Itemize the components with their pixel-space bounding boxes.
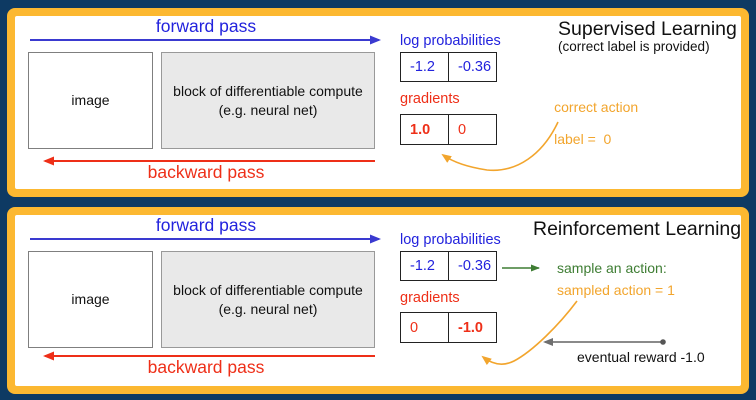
log-probabilities-table: -1.2 -0.36 bbox=[400, 251, 497, 281]
panel-title: Reinforcement Learning bbox=[533, 218, 742, 240]
compute-block-line1: block of differentiable compute bbox=[173, 82, 363, 99]
backward-pass-label: backward pass bbox=[147, 162, 265, 182]
reinforcement-learning-panel: forward pass image block of differentiab… bbox=[7, 207, 749, 394]
forward-pass-label: forward pass bbox=[155, 215, 257, 235]
log-prob-cell-0: -1.2 bbox=[400, 52, 449, 82]
log-prob-cell-1: -0.36 bbox=[448, 52, 497, 82]
log-prob-cell-0: -1.2 bbox=[400, 251, 449, 281]
gradient-cell-0: 0 bbox=[400, 312, 449, 343]
eventual-reward-label: eventual reward -1.0 bbox=[577, 349, 705, 365]
gradients-label: gradients bbox=[400, 91, 460, 107]
supervised-learning-panel: forward pass image block of differentiab… bbox=[7, 8, 749, 197]
gradients-table: 1.0 0 bbox=[400, 114, 497, 145]
image-box-label: image bbox=[71, 291, 110, 307]
panel-title: Supervised Learning bbox=[558, 18, 737, 40]
image-box: image bbox=[28, 52, 153, 149]
gradient-cell-1: -1.0 bbox=[448, 312, 497, 343]
reinforcement-panel-content: forward pass image block of differentiab… bbox=[15, 215, 741, 386]
log-probabilities-label: log probabilities bbox=[400, 232, 501, 248]
compute-block-box: block of differentiable compute (e.g. ne… bbox=[161, 52, 375, 149]
image-box: image bbox=[28, 251, 153, 348]
sampled-action-label: sampled action = 1 bbox=[557, 282, 675, 298]
panel-subtitle: (correct label is provided) bbox=[558, 39, 710, 54]
gradient-cell-0: 1.0 bbox=[400, 114, 449, 145]
gradients-table: 0 -1.0 bbox=[400, 312, 497, 343]
correct-action-line2: label = 0 bbox=[554, 131, 612, 147]
supervised-panel-content: forward pass image block of differentiab… bbox=[15, 16, 741, 189]
correct-label-curve-arrow bbox=[441, 121, 559, 172]
supervised-arrows-layer bbox=[30, 35, 559, 172]
log-prob-cell-1: -0.36 bbox=[448, 251, 497, 281]
log-probabilities-label: log probabilities bbox=[400, 33, 501, 49]
compute-block-box: block of differentiable compute (e.g. ne… bbox=[161, 251, 375, 348]
gradients-label: gradients bbox=[400, 290, 460, 306]
log-probabilities-table: -1.2 -0.36 bbox=[400, 52, 497, 82]
compute-block-line2: (e.g. neural net) bbox=[218, 300, 318, 317]
forward-pass-label: forward pass bbox=[155, 16, 257, 36]
backward-pass-label: backward pass bbox=[147, 357, 265, 377]
reinforcement-arrows-layer bbox=[30, 234, 666, 366]
correct-action-annotation: correct action label = 0 bbox=[523, 83, 638, 163]
compute-block-line2: (e.g. neural net) bbox=[218, 101, 318, 118]
sampled-action-curve-arrow bbox=[481, 300, 578, 366]
image-box-label: image bbox=[71, 92, 110, 108]
compute-block-line1: block of differentiable compute bbox=[173, 281, 363, 298]
reward-arrow-origin-dot bbox=[660, 339, 666, 345]
sample-action-label: sample an action: bbox=[557, 260, 667, 276]
correct-action-line1: correct action bbox=[554, 99, 639, 115]
gradient-cell-1: 0 bbox=[448, 114, 497, 145]
